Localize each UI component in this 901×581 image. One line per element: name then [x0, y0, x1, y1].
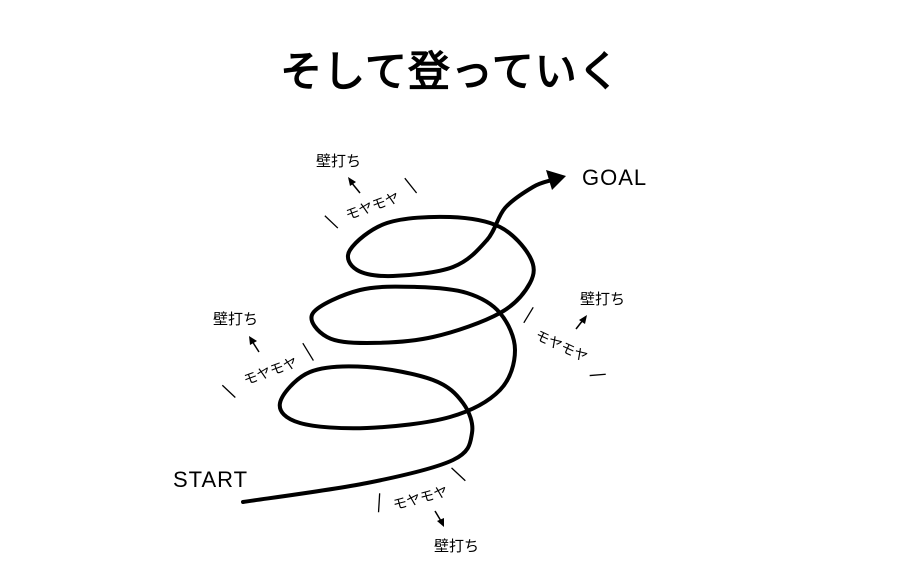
- spiral-path: [241, 178, 554, 504]
- arrow-up-right-icon: [575, 315, 587, 330]
- struggle-group-right: モヤモヤ: [523, 306, 606, 377]
- arrow-down-right-icon: [434, 510, 444, 527]
- struggle-label-right: モヤモヤ: [532, 328, 590, 366]
- wall-label-top: 壁打ち: [316, 152, 362, 170]
- page-title: そして登っていく: [280, 47, 621, 96]
- arrow-up-left-icon: [348, 177, 361, 194]
- wall-label-left: 壁打ち: [213, 310, 259, 328]
- struggle-label-bottom: モヤモヤ: [391, 484, 449, 514]
- goal-label: GOAL: [582, 165, 648, 190]
- struggle-group-left: モヤモヤ: [221, 342, 314, 398]
- goal-arrowhead-icon: [546, 170, 566, 190]
- struggle-label-top: モヤモヤ: [344, 190, 402, 224]
- arrow-up-left-icon: [249, 336, 260, 353]
- struggle-group-top: モヤモヤ: [324, 177, 418, 229]
- wall-label-bottom: 壁打ち: [434, 537, 480, 555]
- start-label: START: [173, 467, 249, 492]
- wall-label-right: 壁打ち: [580, 290, 626, 308]
- struggle-group-bottom: モヤモヤ: [377, 467, 466, 514]
